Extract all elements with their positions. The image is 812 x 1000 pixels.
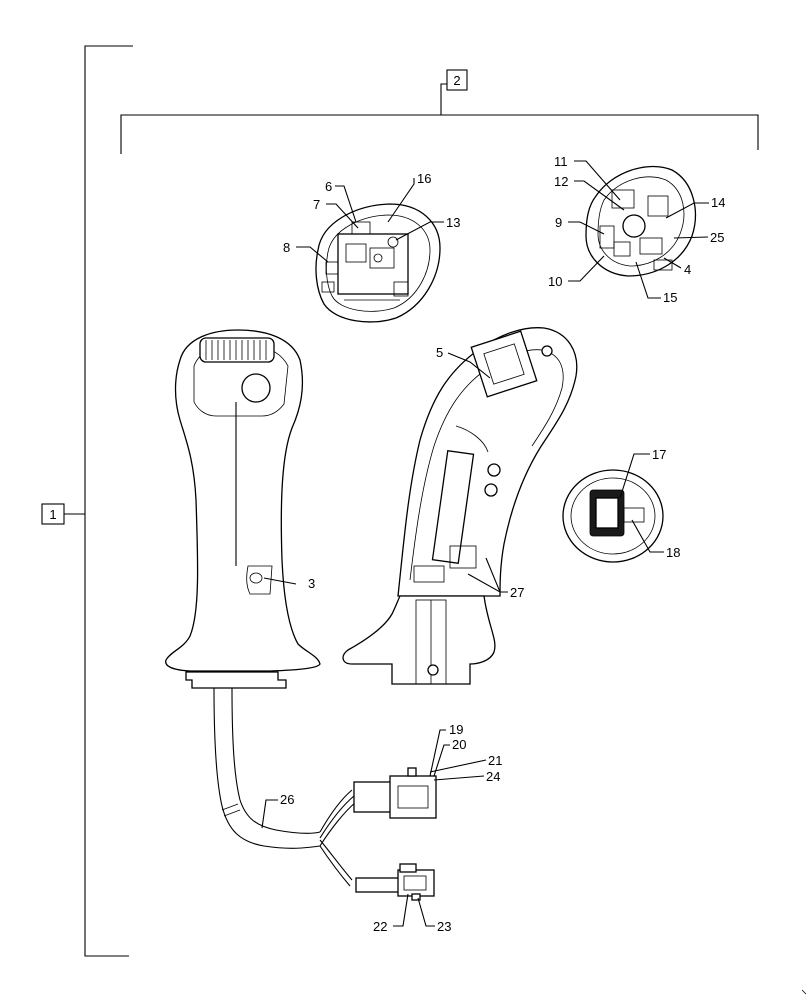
callout-12: 12 [554,174,568,189]
callout-14: 14 [711,195,725,210]
callout-11: 11 [554,154,568,169]
callout-6: 6 [325,179,332,194]
callout-15: 15 [663,290,677,305]
switch-module-right [585,165,696,277]
callout-13: 13 [446,215,460,230]
joystick-handle-front [165,329,321,689]
callout-25: 25 [710,230,724,245]
grip-texture [205,340,267,360]
corner-mark [801,989,807,995]
leader-lines [261,160,709,927]
callout-3: 3 [308,576,315,591]
joystick-handle-cutaway [342,327,578,685]
assembly-label-2: 2 [453,73,460,88]
callout-7: 7 [313,197,320,212]
callout-24: 24 [486,769,500,784]
assembly-bracket-2: 2 [120,69,759,154]
assembly-label-1: 1 [49,507,56,522]
callout-5: 5 [436,345,443,360]
thumb-switch-detail [562,469,664,563]
callout-21: 21 [488,753,502,768]
callout-19: 19 [449,722,463,737]
callout-23: 23 [437,919,451,934]
cable-harness [213,687,357,887]
switch-module-left [315,203,441,323]
callout-8: 8 [283,240,290,255]
callout-16: 16 [417,171,431,186]
callout-26: 26 [280,792,294,807]
callout-22: 22 [373,919,387,934]
connector-upper [353,767,437,819]
assembly-bracket-1: 1 [41,45,133,957]
connector-lower [355,863,435,901]
callout-27: 27 [510,585,524,600]
callout-18: 18 [666,545,680,560]
callout-10: 10 [548,274,562,289]
callout-20: 20 [452,737,466,752]
callout-labels: 3 4 5 6 7 8 9 10 11 12 13 14 15 16 17 18… [280,154,725,934]
callout-17: 17 [652,447,666,462]
callout-4: 4 [684,262,691,277]
callout-9: 9 [555,215,562,230]
